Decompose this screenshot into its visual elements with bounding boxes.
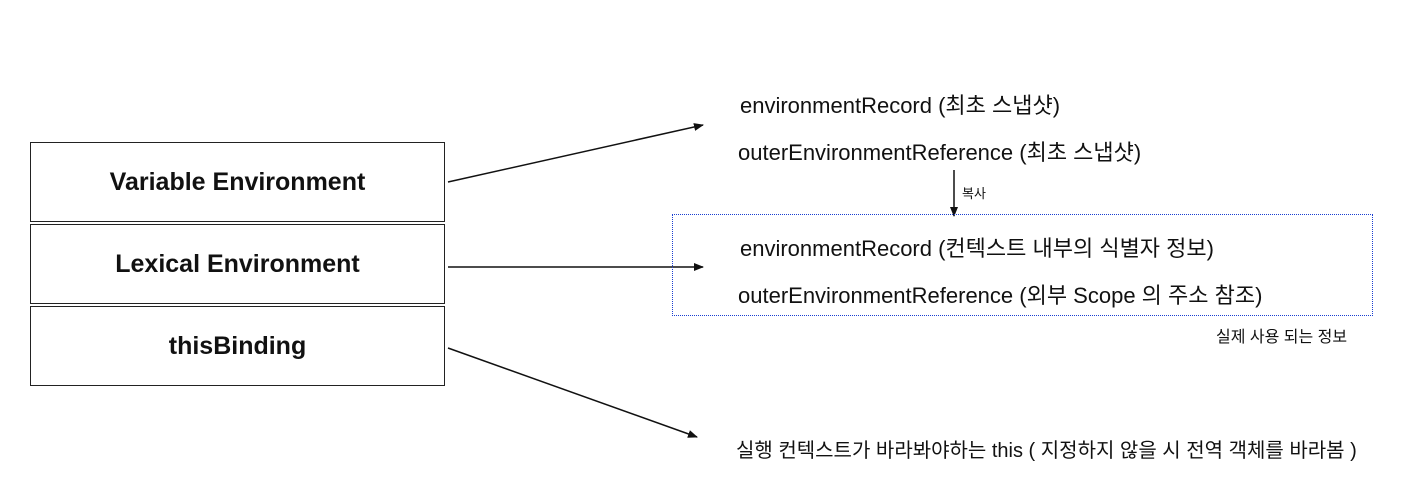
snapshot-outer-environment-reference: outerEnvironmentReference (최초 스냅샷) bbox=[738, 140, 1142, 165]
actual-outer-environment-reference: outerEnvironmentReference (외부 Scope 의 주소… bbox=[738, 283, 1263, 308]
lexical-environment-box: Lexical Environment bbox=[30, 224, 445, 304]
actual-info-box bbox=[672, 214, 1373, 316]
arrow-this-to-description bbox=[447, 347, 698, 438]
copy-label: 복사 bbox=[962, 186, 986, 201]
snapshot-environment-record: environmentRecord (최초 스냅샷) bbox=[740, 93, 1061, 118]
arrow-variable-to-snapshot bbox=[447, 123, 704, 183]
lexical-environment-label: Lexical Environment bbox=[115, 249, 360, 278]
variable-environment-label: Variable Environment bbox=[109, 167, 366, 196]
this-description: 실행 컨텍스트가 바라봐야하는 this ( 지정하지 않을 시 전역 객체를 … bbox=[736, 440, 1357, 462]
this-binding-label: thisBinding bbox=[168, 331, 307, 360]
variable-environment-box: Variable Environment bbox=[30, 142, 445, 222]
actual-environment-record: environmentRecord (컨텍스트 내부의 식별자 정보) bbox=[740, 236, 1214, 261]
this-binding-box: thisBinding bbox=[30, 306, 445, 386]
actual-info-label: 실제 사용 되는 정보 bbox=[1216, 329, 1348, 346]
